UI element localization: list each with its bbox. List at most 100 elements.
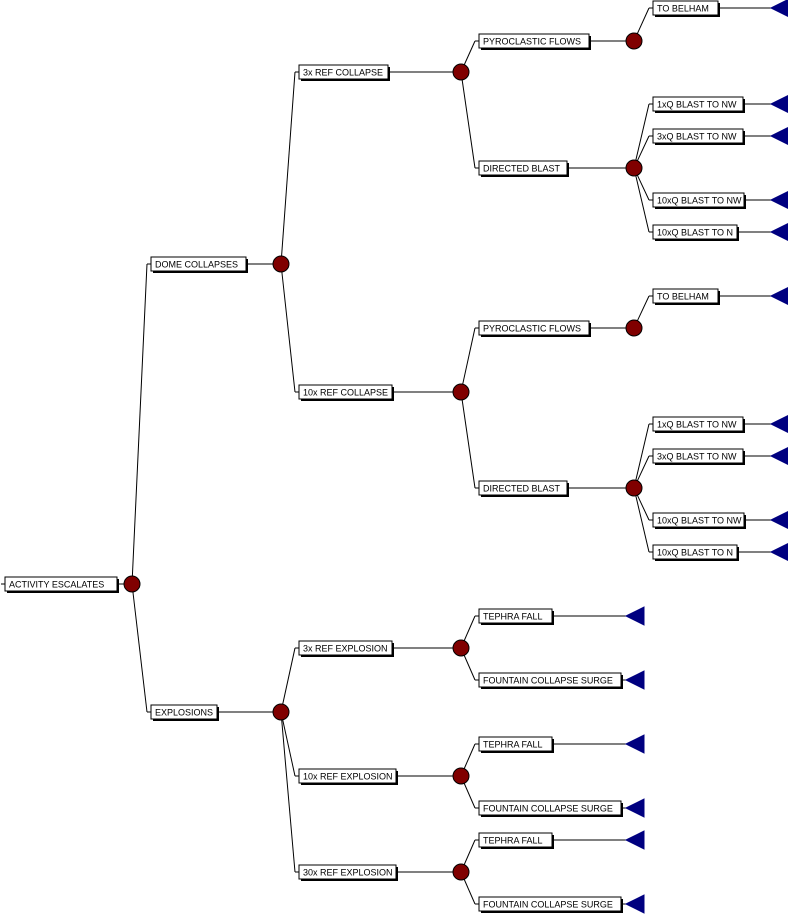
terminal-node-expl-10x-fountain[interactable] [624, 798, 645, 818]
label-text-dome-3x-db-10xq-nw: 10xQ BLAST TO NW [657, 196, 742, 206]
label-box-dome[interactable]: DOME COLLAPSES [150, 256, 248, 273]
chance-node-expl[interactable] [272, 703, 290, 721]
edge-dome-10x-db-10xq-n [633, 487, 650, 553]
label-text-dome: DOME COLLAPSES [155, 260, 238, 270]
label-box-expl-3x-fountain[interactable]: FOUNTAIN COLLAPSE SURGE [478, 672, 623, 689]
chance-node-expl-30x[interactable] [452, 863, 470, 881]
label-box-dome-10x-db[interactable]: DIRECTED BLAST [478, 480, 569, 497]
label-frame [478, 480, 568, 496]
label-box-dome-10x-pf-belham[interactable]: TO BELHAM [652, 288, 720, 305]
edge-expl-30x [280, 711, 296, 873]
label-text-dome-10x-db-3xq: 3xQ BLAST TO NW [657, 452, 737, 462]
label-box-dome-3x-pf-belham[interactable]: TO BELHAM [652, 0, 720, 17]
label-box-expl-10x-fountain[interactable]: FOUNTAIN COLLAPSE SURGE [478, 800, 623, 817]
label-box-dome-3x-db-10xq-n[interactable]: 10xQ BLAST TO N [652, 224, 739, 241]
label-box-dome-10x-db-10xq-n[interactable]: 10xQ BLAST TO N [652, 544, 739, 561]
label-text-dome-10x-db: DIRECTED BLAST [483, 484, 561, 494]
chance-node-expl-10x[interactable] [452, 767, 470, 785]
label-text-root: ACTIVITY ESCALATES [9, 580, 104, 590]
label-frame [478, 800, 622, 816]
label-text-dome-10x-db-1xq: 1xQ BLAST TO NW [657, 420, 737, 430]
terminal-node-expl-10x-tephra[interactable] [624, 734, 645, 754]
label-frame [4, 576, 118, 592]
chance-node-dome-3x-pf[interactable] [625, 32, 643, 50]
label-box-dome-10x-db-1xq[interactable]: 1xQ BLAST TO NW [652, 416, 745, 433]
label-frame [478, 320, 590, 336]
terminal-node-dome-3x-db-10xq-n[interactable] [769, 222, 788, 242]
label-box-dome-10x-db-10xq-nw[interactable]: 10xQ BLAST TO NW [652, 512, 746, 529]
label-text-expl-10x-tephra: TEPHRA FALL [483, 740, 543, 750]
edge-expl [131, 583, 148, 713]
label-text-dome-3x-db-1xq: 1xQ BLAST TO NW [657, 100, 737, 110]
label-text-dome-10x-db-10xq-nw: 10xQ BLAST TO NW [657, 516, 742, 526]
chance-node-dome-10x-pf[interactable] [625, 319, 643, 337]
label-box-expl-10x-tephra[interactable]: TEPHRA FALL [478, 736, 554, 753]
label-box-dome-10x-db-3xq[interactable]: 3xQ BLAST TO NW [652, 448, 745, 465]
label-text-expl-3x: 3x REF EXPLOSION [303, 644, 388, 654]
chance-node-dome-10x-db[interactable] [625, 479, 643, 497]
label-box-dome-3x-db-1xq[interactable]: 1xQ BLAST TO NW [652, 96, 745, 113]
edge-expl-3x [280, 647, 296, 713]
tree-labels: ACTIVITY ESCALATES DOME COLLAPSES 3x REF C… [4, 0, 746, 913]
label-frame [298, 864, 397, 880]
label-box-dome-3x-db-10xq-nw[interactable]: 10xQ BLAST TO NW [652, 192, 746, 209]
label-text-expl-10x-fountain: FOUNTAIN COLLAPSE SURGE [483, 804, 613, 814]
label-box-dome-10x-pf[interactable]: PYROCLASTIC FLOWS [478, 320, 591, 337]
chance-node-dome-3x-db[interactable] [625, 159, 643, 177]
label-frame [150, 704, 218, 720]
label-box-expl-3x-tephra[interactable]: TEPHRA FALL [478, 608, 554, 625]
edge-dome-3x-db [460, 71, 476, 169]
edge-dome-3x [280, 71, 296, 265]
label-box-expl-30x-fountain[interactable]: FOUNTAIN COLLAPSE SURGE [478, 896, 623, 913]
terminal-node-dome-3x-db-3xq[interactable] [769, 126, 788, 146]
label-frame [478, 896, 622, 912]
edge-dome-3x-db-10xq-n [633, 167, 650, 233]
chance-node-root[interactable] [123, 575, 141, 593]
chance-node-dome[interactable] [272, 255, 290, 273]
label-frame [150, 256, 247, 272]
label-frame [298, 64, 389, 80]
label-box-dome-3x-pf[interactable]: PYROCLASTIC FLOWS [478, 33, 591, 50]
edge-dome [131, 263, 148, 585]
terminal-node-expl-3x-tephra[interactable] [624, 606, 645, 626]
terminal-node-expl-30x-tephra[interactable] [624, 830, 645, 850]
terminal-node-dome-10x-db-3xq[interactable] [769, 446, 788, 466]
label-box-expl-10x[interactable]: 10x REF EXPLOSION [298, 768, 398, 785]
chance-node-dome-10x[interactable] [452, 383, 470, 401]
label-box-dome-10x[interactable]: 10x REF COLLAPSE [298, 384, 394, 401]
chance-node-dome-3x[interactable] [452, 63, 470, 81]
chance-node-expl-3x[interactable] [452, 639, 470, 657]
terminal-node-dome-3x-pf-belham[interactable] [769, 0, 788, 18]
label-frame [478, 160, 568, 176]
terminal-node-dome-10x-pf-belham[interactable] [769, 286, 788, 306]
label-text-dome-3x-pf: PYROCLASTIC FLOWS [483, 37, 581, 47]
label-text-dome-10x: 10x REF COLLAPSE [303, 388, 388, 398]
label-frame [652, 96, 744, 112]
label-text-expl-3x-fountain: FOUNTAIN COLLAPSE SURGE [483, 676, 613, 686]
label-box-expl[interactable]: EXPLOSIONS [150, 704, 219, 721]
terminal-node-dome-10x-db-10xq-n[interactable] [769, 542, 788, 562]
label-box-dome-3x-db-3xq[interactable]: 3xQ BLAST TO NW [652, 128, 745, 145]
label-text-dome-3x-db: DIRECTED BLAST [483, 164, 561, 174]
terminal-node-dome-10x-db-1xq[interactable] [769, 414, 788, 434]
label-text-expl: EXPLOSIONS [155, 708, 213, 718]
label-frame [478, 832, 553, 848]
label-box-expl-30x[interactable]: 30x REF EXPLOSION [298, 864, 398, 881]
label-frame [478, 736, 553, 752]
label-box-root[interactable]: ACTIVITY ESCALATES [4, 576, 119, 593]
edge-expl-10x [280, 711, 296, 777]
label-frame [652, 512, 745, 528]
label-frame [478, 608, 553, 624]
terminal-node-dome-10x-db-10xq-nw[interactable] [769, 510, 788, 530]
label-box-dome-3x-db[interactable]: DIRECTED BLAST [478, 160, 569, 177]
label-text-expl-30x: 30x REF EXPLOSION [303, 868, 393, 878]
terminal-node-dome-3x-db-1xq[interactable] [769, 94, 788, 114]
terminal-node-dome-3x-db-10xq-nw[interactable] [769, 190, 788, 210]
terminal-node-expl-30x-fountain[interactable] [624, 894, 645, 914]
label-box-expl-3x[interactable]: 3x REF EXPLOSION [298, 640, 394, 657]
label-box-dome-3x[interactable]: 3x REF COLLAPSE [298, 64, 390, 81]
label-text-expl-30x-fountain: FOUNTAIN COLLAPSE SURGE [483, 900, 613, 910]
label-box-expl-30x-tephra[interactable]: TEPHRA FALL [478, 832, 554, 849]
terminal-node-expl-3x-fountain[interactable] [624, 670, 645, 690]
